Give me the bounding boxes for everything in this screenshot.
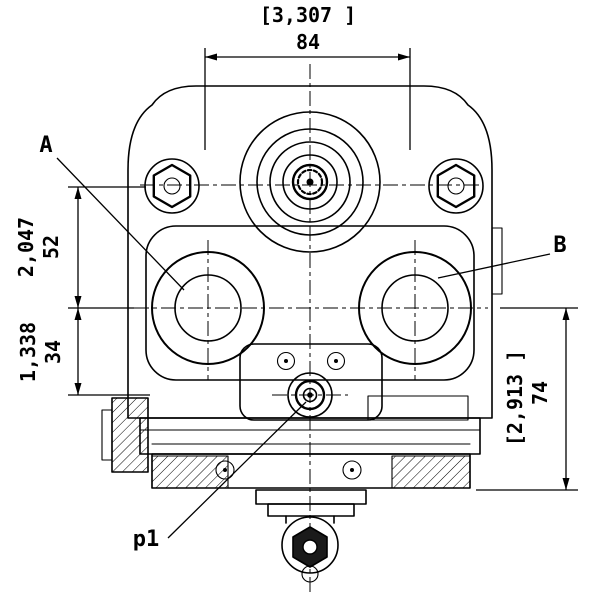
dimension-top: [3,307 ] 84 — [204, 3, 411, 150]
dim-left-upper-mm-text: 52 — [39, 235, 63, 259]
port-a — [151, 251, 265, 365]
bolt-hole-4 — [342, 460, 362, 480]
top-port-center-dot — [306, 178, 314, 186]
label-port-a: A — [39, 133, 52, 158]
left-upper-arrow-bottom — [74, 296, 82, 308]
port-b-outer-circle — [358, 251, 472, 365]
dim-right-mm-text: 74 — [528, 381, 552, 405]
top-arrow-left — [205, 53, 217, 61]
right-arrow-top — [562, 308, 570, 320]
hex-bolt-left-center — [163, 177, 181, 195]
p1-inner-circle — [302, 387, 318, 403]
small-fastener-holes — [215, 351, 362, 480]
port-a-inner-circle — [174, 274, 242, 342]
bolt-hole-2-dot — [334, 359, 338, 363]
hex-bolt-right-center — [447, 177, 465, 195]
right-arrow-bottom — [562, 478, 570, 490]
bolt-hole-3-dot — [223, 468, 227, 472]
body-outline — [127, 85, 493, 419]
top-port-flange-circle — [239, 111, 381, 253]
hex-bolt-right — [428, 158, 484, 214]
dim-left-lower-ref-text: 1,338 — [16, 322, 40, 382]
top-shaft-port — [239, 111, 381, 253]
top-arrow-right — [398, 53, 410, 61]
bottom-hex-center — [302, 539, 318, 555]
port-b — [358, 251, 472, 365]
left-lower-arrow-bottom — [74, 383, 82, 395]
dim-right-ref-text: [2,913 ] — [503, 350, 527, 446]
bottom-boss-circle — [281, 516, 339, 574]
left-connector-hatched — [111, 397, 149, 473]
label-port-p1: p1 — [133, 527, 160, 552]
bolt-hole-4-dot — [350, 468, 354, 472]
port-a-outer-circle — [151, 251, 265, 365]
bottom-shaft-stack — [255, 489, 367, 583]
dim-top-ref-text: [3,307 ] — [260, 3, 356, 27]
label-b-leader-line — [437, 253, 551, 279]
label-p1-leader-line — [167, 401, 307, 539]
valve-body — [127, 85, 503, 489]
dim-top-mm-text: 84 — [296, 30, 320, 54]
hex-bolt-left-boss — [144, 158, 200, 214]
flange-hatch-left — [151, 455, 229, 489]
hex-bolt-right-boss — [428, 158, 484, 214]
left-upper-arrow-top — [74, 187, 82, 199]
top-port-circle-5 — [291, 163, 329, 201]
p1-mid-circle — [294, 379, 326, 411]
p1-boss-plate — [239, 343, 383, 421]
top-port-circle-3 — [269, 141, 351, 223]
hex-bolt-left-hex — [152, 163, 192, 209]
gauge-port-p1 — [287, 372, 333, 418]
port-b-inner-circle — [381, 274, 449, 342]
label-a-leader-line — [56, 157, 185, 291]
dimension-right: [2,913 ] 74 — [476, 307, 578, 491]
dimension-left-lower: 1,338 34 — [16, 308, 150, 396]
bolt-hole-3 — [215, 460, 235, 480]
bottom-plate-2 — [267, 503, 355, 517]
right-side-tab — [491, 227, 503, 295]
hex-bolt-right-hex — [436, 163, 476, 209]
dim-left-upper-ref-text: 2,047 — [14, 217, 38, 277]
top-port-spline — [296, 168, 324, 196]
hatched-sections — [101, 397, 471, 489]
p1-outer-circle — [287, 372, 333, 418]
p1-center-dot — [307, 392, 313, 398]
top-port-circle-4 — [282, 154, 338, 210]
left-lower-arrow-top — [74, 308, 82, 320]
label-port-b: B — [553, 233, 566, 258]
bolt-hole-1-dot — [284, 359, 288, 363]
bolt-hole-2 — [326, 351, 346, 371]
left-connector-step — [101, 409, 113, 461]
right-bottom-block — [367, 395, 469, 421]
bolt-hole-1 — [276, 351, 296, 371]
hex-bolt-left — [144, 158, 200, 214]
top-port-circle-2 — [256, 128, 364, 236]
port-labels: A B p1 — [39, 133, 566, 552]
dim-left-lower-mm-text: 34 — [41, 340, 65, 364]
flange-hatch-right — [391, 455, 471, 489]
dimension-left-upper: 2,047 52 — [14, 186, 146, 309]
bottom-tip-circle — [301, 565, 319, 583]
